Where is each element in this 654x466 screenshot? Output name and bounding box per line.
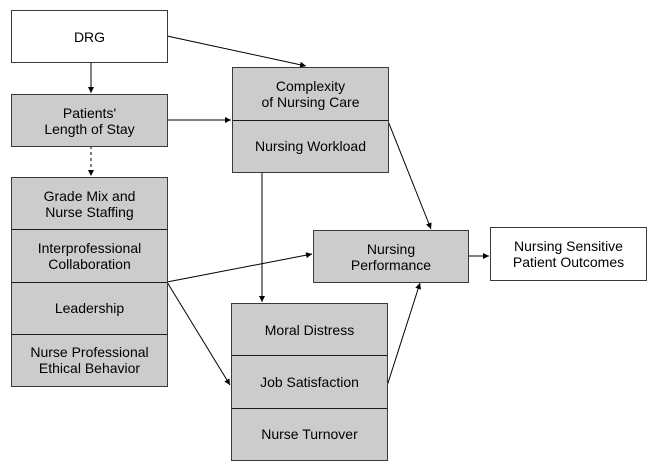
node-nurse-turnover: Nurse Turnover xyxy=(232,407,387,460)
node-grade-mix-staffing: Grade Mix and Nurse Staffing xyxy=(43,187,136,220)
node-nursing-performance: Nursing Performance xyxy=(313,230,469,283)
arrow-drg-to-complexity xyxy=(166,35,307,68)
node-nurse-ethical-behavior: Nurse Professional Ethical Behavior xyxy=(12,333,167,386)
node-length-of-stay-label: Patients' Length of Stay xyxy=(44,104,135,137)
arrow-job-satisfaction-to-performance xyxy=(386,282,422,387)
node-nursing-performance-label: Nursing Performance xyxy=(350,240,432,273)
node-patient-outcomes: Nursing Sensitive Patient Outcomes xyxy=(490,227,647,281)
arrow-org-to-performance xyxy=(166,252,313,283)
arrow-org-to-job-satisfaction xyxy=(166,281,231,386)
node-drg-label: DRG xyxy=(73,28,106,45)
node-nurse-outcomes: Moral Distress Job Satisfaction Nurse Tu… xyxy=(231,303,388,461)
node-nursing-workload: Nursing Workload xyxy=(233,119,388,173)
node-interprofessional-collaboration: Interprofessional Collaboration xyxy=(12,229,167,281)
node-drg: DRG xyxy=(11,10,168,63)
node-organizational-factors: Grade Mix and Nurse Staffing Interprofes… xyxy=(11,177,168,387)
node-job-satisfaction: Job Satisfaction xyxy=(232,355,387,407)
node-leadership: Leadership xyxy=(12,281,167,334)
node-patient-outcomes-label: Nursing Sensitive Patient Outcomes xyxy=(512,238,625,270)
node-length-of-stay: Patients' Length of Stay xyxy=(11,94,168,147)
node-moral-distress: Moral Distress xyxy=(264,321,355,338)
arrow-nursing-care-to-performance xyxy=(387,120,432,230)
node-nursing-care: Complexity of Nursing Care Nursing Workl… xyxy=(232,67,389,173)
node-complexity-of-nursing-care: Complexity of Nursing Care xyxy=(261,77,360,110)
